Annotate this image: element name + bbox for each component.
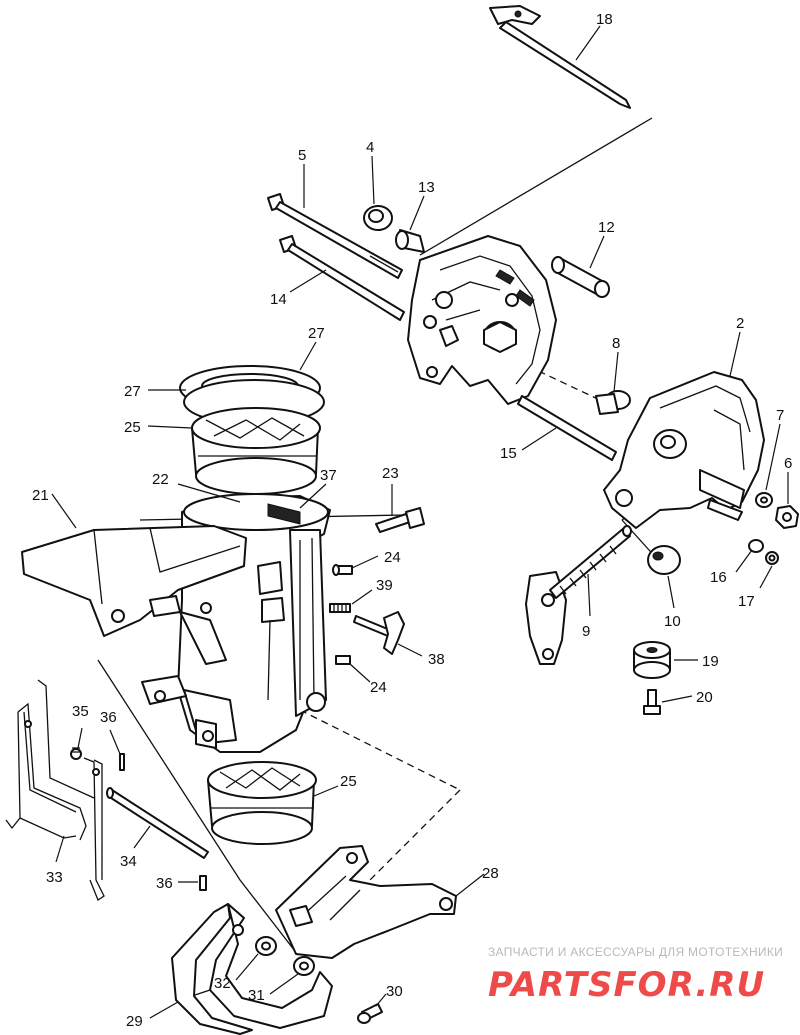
part-36-pin-lower bbox=[199, 875, 207, 891]
label-27-lower: 27 bbox=[124, 383, 141, 400]
part-12-pin bbox=[551, 256, 610, 298]
leader-lines bbox=[51, 25, 789, 1019]
part-10-pad bbox=[647, 545, 681, 575]
part-30-screw bbox=[357, 1003, 383, 1024]
label-2: 2 bbox=[736, 315, 744, 332]
part-36-pin-upper bbox=[119, 753, 125, 771]
label-16: 16 bbox=[710, 569, 727, 586]
part-20-screw bbox=[643, 689, 661, 715]
watermark: ЗАПЧАСТИ И АКСЕССУАРЫ ДЛЯ МОТОТЕХНИКИ PA… bbox=[488, 945, 783, 1005]
part-24-screw-lower bbox=[335, 655, 351, 665]
label-39: 39 bbox=[376, 577, 393, 594]
label-37: 37 bbox=[320, 467, 337, 484]
watermark-caption: ЗАПЧАСТИ И АКСЕССУАРЫ ДЛЯ МОТОТЕХНИКИ bbox=[488, 945, 783, 959]
label-24-upper: 24 bbox=[384, 549, 401, 566]
label-38: 38 bbox=[428, 651, 445, 668]
part-13-sleeve bbox=[395, 229, 425, 253]
label-10: 10 bbox=[664, 613, 681, 630]
part-25-upper-mount bbox=[191, 407, 321, 495]
part-21-tray bbox=[21, 525, 247, 705]
part-5-bolt bbox=[267, 193, 403, 279]
label-32: 32 bbox=[214, 975, 231, 992]
label-9: 9 bbox=[582, 623, 590, 640]
label-5: 5 bbox=[298, 147, 306, 164]
label-14: 14 bbox=[270, 291, 287, 308]
label-7: 7 bbox=[776, 407, 784, 424]
part-24-screw-upper bbox=[332, 564, 353, 576]
label-36-lower: 36 bbox=[156, 875, 173, 892]
label-30: 30 bbox=[386, 983, 403, 1000]
part-6-nut bbox=[775, 505, 799, 529]
part-16-washer bbox=[748, 539, 764, 553]
part-18-rod bbox=[489, 5, 631, 109]
part-23-screw bbox=[375, 507, 425, 533]
label-12: 12 bbox=[598, 219, 615, 236]
part-32-bushing bbox=[255, 936, 277, 956]
label-4: 4 bbox=[366, 139, 374, 156]
part-19-rubber-mount bbox=[633, 641, 671, 679]
label-19: 19 bbox=[702, 653, 719, 670]
label-18: 18 bbox=[596, 11, 613, 28]
part-39-spring bbox=[329, 603, 351, 613]
label-24-lower: 24 bbox=[370, 679, 387, 696]
label-33: 33 bbox=[46, 869, 63, 886]
part-28-tilt-lever bbox=[275, 845, 457, 959]
label-36-upper: 36 bbox=[100, 709, 117, 726]
part-38-wing-screw bbox=[353, 611, 405, 655]
part-15-rod bbox=[517, 395, 617, 461]
label-22: 22 bbox=[152, 471, 169, 488]
part-31-bushing bbox=[293, 956, 315, 976]
watermark-logo: PARTSFOR.RU bbox=[488, 965, 765, 1005]
label-25-lower: 25 bbox=[340, 773, 357, 790]
part-34-rod bbox=[106, 787, 209, 859]
part-2-bracket bbox=[603, 371, 765, 529]
label-23: 23 bbox=[382, 465, 399, 482]
label-13: 13 bbox=[418, 179, 435, 196]
part-7-washer bbox=[755, 492, 773, 508]
part-14-bolt bbox=[279, 235, 405, 321]
label-17: 17 bbox=[738, 593, 755, 610]
part-17-nut bbox=[765, 551, 779, 565]
part-4-bushing bbox=[363, 205, 393, 231]
label-20: 20 bbox=[696, 689, 713, 706]
label-25-upper: 25 bbox=[124, 419, 141, 436]
part-25-lower-mount bbox=[207, 761, 317, 845]
label-28: 28 bbox=[482, 865, 499, 882]
label-34: 34 bbox=[120, 853, 137, 870]
label-6: 6 bbox=[784, 455, 792, 472]
label-27-upper: 27 bbox=[308, 325, 325, 342]
label-8: 8 bbox=[612, 335, 620, 352]
label-29: 29 bbox=[126, 1013, 143, 1030]
stern-bracket bbox=[407, 235, 557, 405]
part-8-bushing bbox=[595, 390, 631, 415]
part-35-spring bbox=[70, 747, 82, 760]
part-33-wire-bracket bbox=[5, 679, 105, 901]
callout-labels: 18 5 4 13 12 14 27 27 25 2 8 7 6 15 23 2… bbox=[32, 11, 792, 1030]
label-35: 35 bbox=[72, 703, 89, 720]
label-21: 21 bbox=[32, 487, 49, 504]
part-9-clamp-screw bbox=[525, 525, 632, 665]
label-31: 31 bbox=[248, 987, 265, 1004]
label-15: 15 bbox=[500, 445, 517, 462]
part-29-u-bracket bbox=[171, 903, 333, 1035]
